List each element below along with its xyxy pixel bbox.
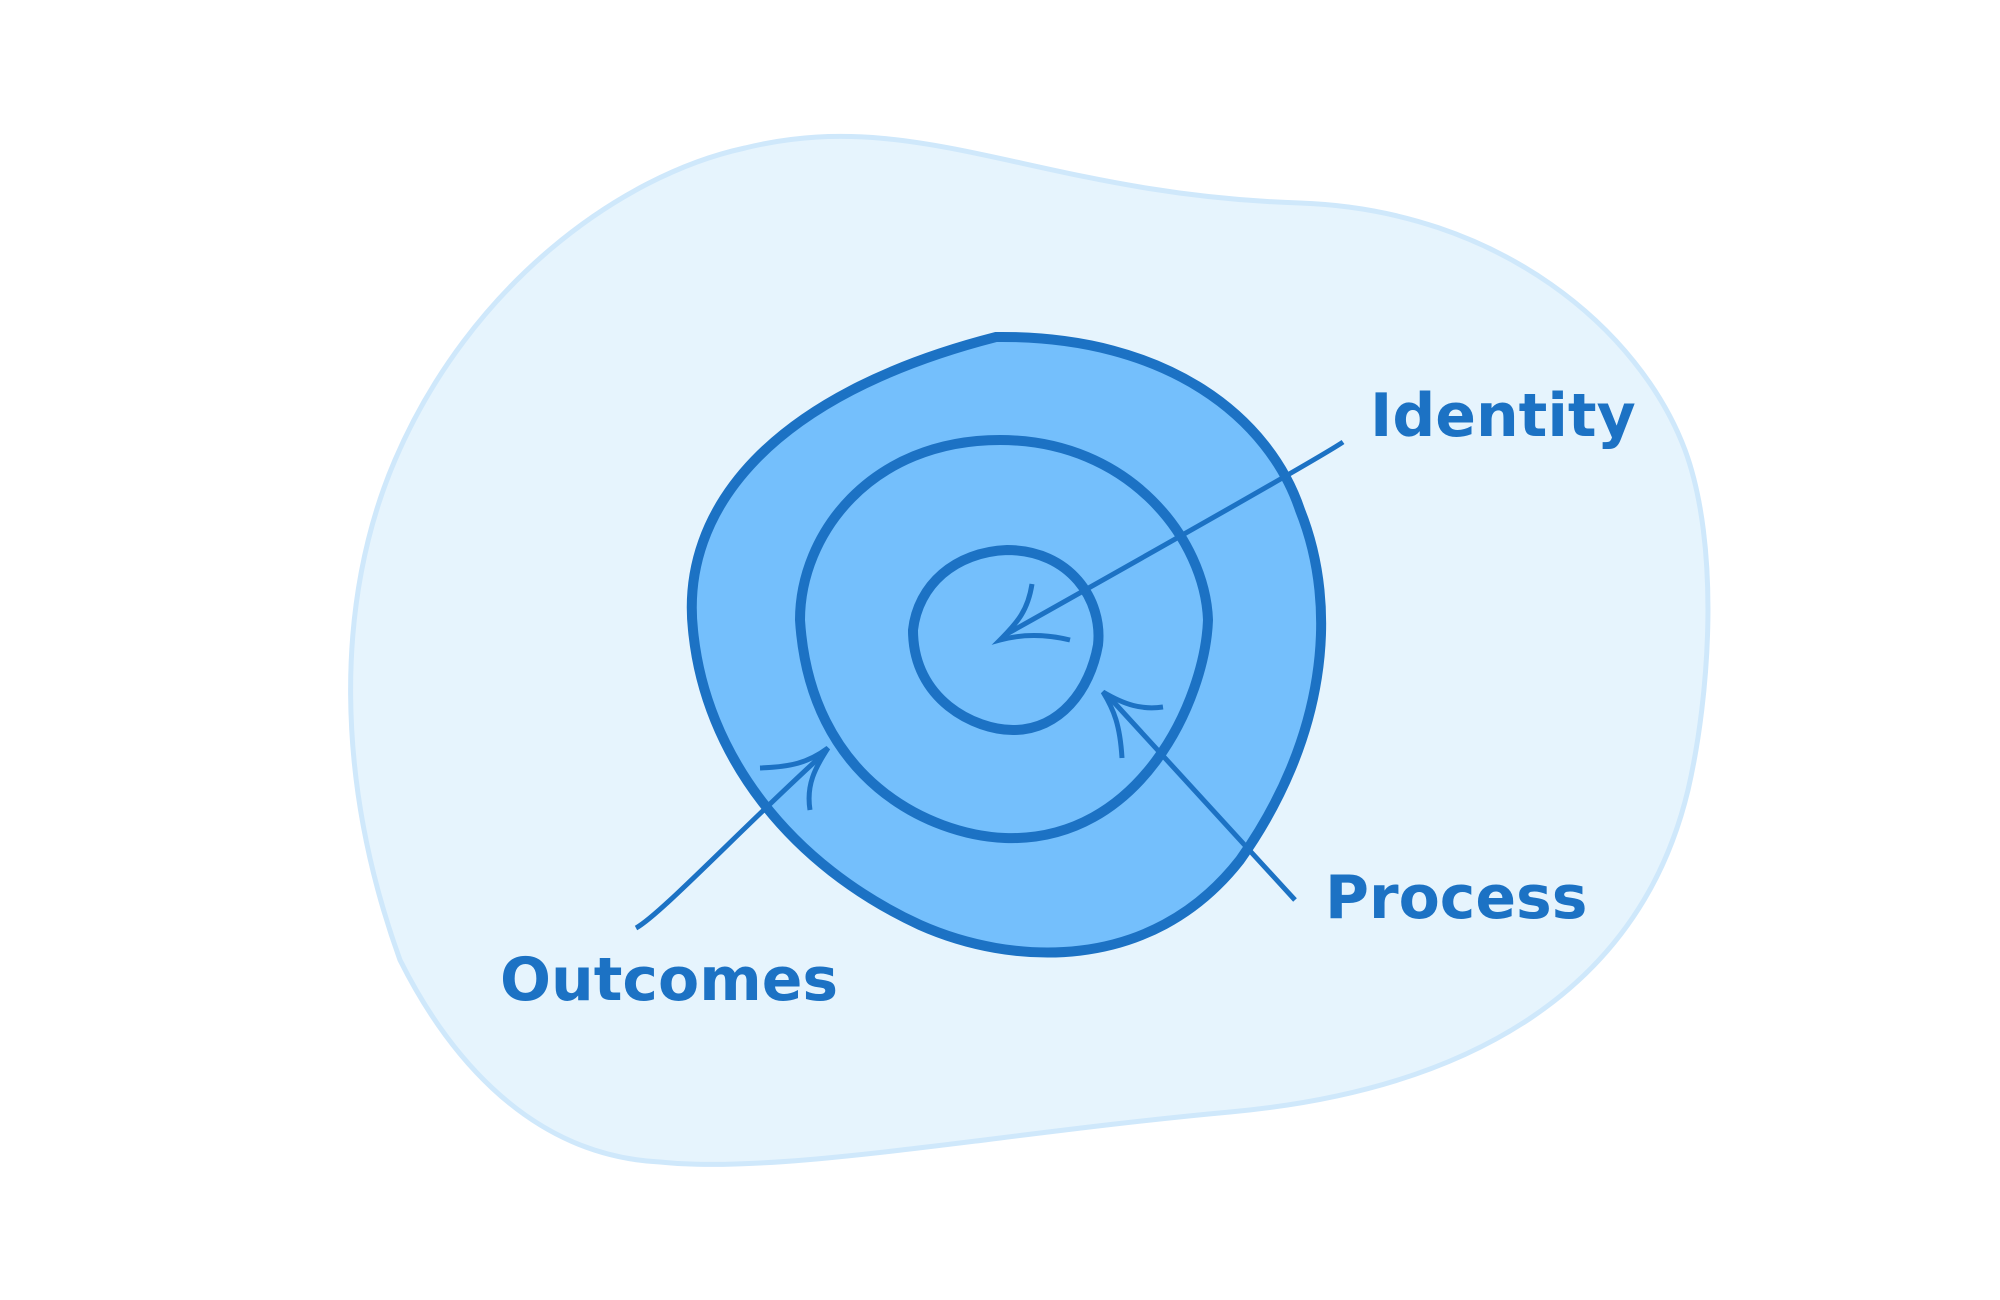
identity-arrow-head xyxy=(991,583,1071,645)
identity-arrow-line xyxy=(1003,439,1345,638)
process-arrow-head xyxy=(1100,689,1164,759)
process-ring xyxy=(794,434,1214,844)
identity-ring xyxy=(907,544,1104,736)
outcomes-arrow-head xyxy=(759,745,831,811)
outcomes-arrow-line xyxy=(634,755,822,931)
label-identity: Identity xyxy=(1370,381,1636,451)
label-outcomes: Outcomes xyxy=(500,945,838,1015)
process-arrow-line xyxy=(1108,696,1297,902)
label-process: Process xyxy=(1325,863,1587,933)
outcomes-ring xyxy=(686,331,1327,958)
